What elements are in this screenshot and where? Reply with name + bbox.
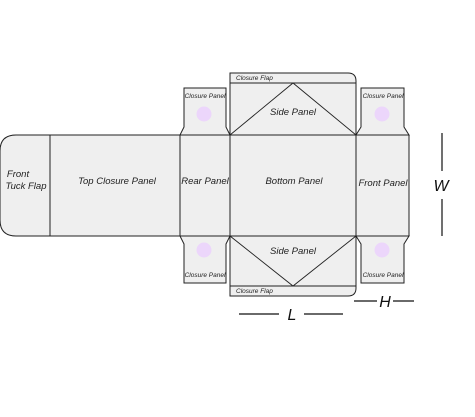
side-panel-bottom <box>229 235 357 287</box>
bottom-panel <box>229 134 357 237</box>
closure-flap-bottom <box>229 285 357 297</box>
glue-dot-bottom-left <box>196 242 212 258</box>
closure-panel-bottom-right-label: Closure Panel <box>363 272 404 279</box>
dim-length-label: L <box>288 307 297 324</box>
glue-dot-top-right <box>374 106 390 122</box>
closure-flap-top <box>229 72 357 84</box>
closure-flap-bottom-label: Closure Flap <box>236 288 273 295</box>
front-tuck-flap-label-line2: Tuck Flap <box>5 181 46 192</box>
closure-panel-bottom-left-label: Closure Panel <box>185 272 226 279</box>
glue-dot-bottom-right <box>374 242 390 258</box>
front-panel-label: Front Panel <box>358 178 408 189</box>
closure-panel-bottom-right <box>355 235 410 284</box>
side-panel-top-label: Side Panel <box>270 107 317 118</box>
closure-panel-top-left-label: Closure Panel <box>185 93 226 100</box>
bottom-panel-label: Bottom Panel <box>265 176 323 187</box>
closure-panel-bottom-left <box>179 235 231 284</box>
front-tuck-flap-label-line1: Front <box>7 169 30 180</box>
top-closure-panel <box>49 134 181 237</box>
front-panel <box>355 134 410 237</box>
closure-flap-top-label: Closure Flap <box>236 75 273 82</box>
rear-panel-label: Rear Panel <box>181 176 229 187</box>
side-panel-bottom-diagonals <box>229 235 357 287</box>
front-tuck-flap <box>0 134 51 237</box>
closure-panel-top-right-label: Closure Panel <box>363 93 404 100</box>
dim-width-label: W <box>433 178 450 195</box>
glue-dot-top-left <box>196 106 212 122</box>
dim-height-label: H <box>379 294 391 311</box>
side-panel-top-diagonals <box>229 82 357 136</box>
top-closure-panel-label: Top Closure Panel <box>78 176 157 187</box>
side-panel-bottom-label: Side Panel <box>270 246 317 257</box>
